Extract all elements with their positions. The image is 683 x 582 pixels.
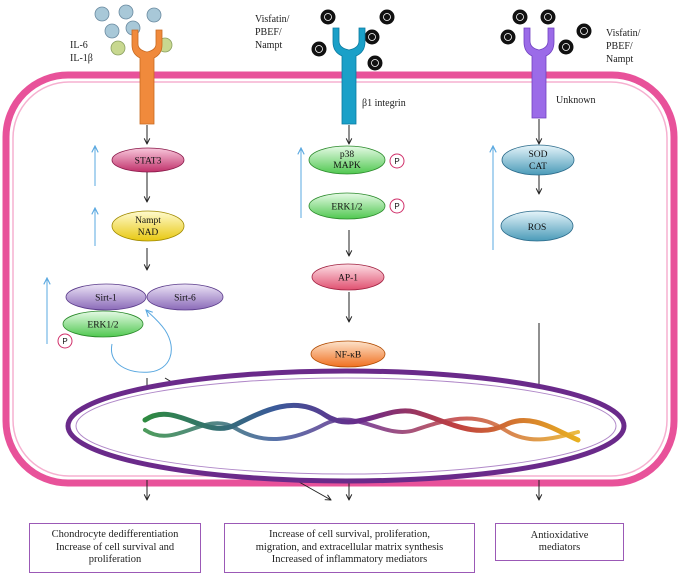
- cat-label: CAT: [529, 162, 547, 172]
- nampt-label-right: Nampt: [606, 54, 633, 65]
- sirt6-label: Sirt-6: [174, 294, 196, 304]
- sirt6-node: [146, 283, 224, 311]
- phospho-label-p38: P: [394, 157, 399, 166]
- outcome-right-line-1: Antioxidative: [530, 529, 589, 541]
- unknown-receptor-label: Unknown: [556, 95, 595, 106]
- il1b-label: IL-1β: [70, 53, 93, 64]
- visfatin-label-middle: Visfatin/: [255, 14, 290, 25]
- stat3-node: [111, 147, 185, 173]
- p38-label: p38: [340, 150, 355, 160]
- outcome-box-left: Chondrocyte dedifferentiation Increase o…: [29, 523, 201, 573]
- erk-middle-label: ERK1/2: [331, 203, 362, 213]
- outcome-left-line-1: Chondrocyte dedifferentiation: [51, 529, 179, 541]
- nucleus: [65, 368, 627, 484]
- phospho-badge-left: [57, 333, 73, 349]
- phospho-badge-p38: [389, 153, 405, 169]
- ap1-label: AP-1: [338, 274, 358, 284]
- sod-label: SOD: [528, 150, 547, 160]
- phospho-label-left: P: [62, 337, 67, 346]
- outcome-middle-line-1: Increase of cell survival, proliferation…: [269, 529, 430, 541]
- mapk-label: MAPK: [333, 161, 361, 171]
- erk-left-node: [62, 310, 144, 338]
- visfatin-ligand-cluster-right: [500, 9, 592, 55]
- ap1-node: [311, 263, 385, 291]
- outcome-right-line-2: mediators: [538, 542, 581, 553]
- erk-middle-node: [308, 192, 386, 220]
- outcome-left-line-2: Increase of cell survival and: [55, 541, 175, 553]
- nad-node-label: NAD: [138, 228, 159, 238]
- phospho-label-erk: P: [394, 202, 399, 211]
- sod-cat-node: [501, 144, 575, 176]
- nfkb-label: NF-κB: [335, 351, 361, 361]
- stat3-label: STAT3: [135, 157, 162, 167]
- phospho-badge-erk: [389, 198, 405, 214]
- outcome-middle-line-2: migration, and extracellular matrix synt…: [255, 541, 444, 553]
- feedback-loop-arrow: [111, 310, 172, 373]
- outcome-box-middle: Increase of cell survival, proliferation…: [224, 523, 475, 573]
- nfkb-node: [310, 340, 386, 368]
- il6-receptor: [131, 29, 163, 125]
- pbef-label-middle: PBEF/: [255, 27, 282, 38]
- visfatin-ligand-cluster-middle: [311, 9, 395, 71]
- p38-mapk-node: [308, 145, 386, 175]
- upregulation-arrows: [47, 146, 493, 344]
- outcome-left-line-3: proliferation: [88, 554, 142, 566]
- sirt1-label: Sirt-1: [95, 294, 117, 304]
- outcome-box-right: Antioxidative mediators: [495, 523, 624, 561]
- ros-node: [500, 210, 574, 242]
- dna-helix-icon: [142, 402, 581, 443]
- nampt-node-label: Nampt: [135, 216, 161, 226]
- unknown-receptor: [523, 27, 555, 119]
- nampt-label-middle: Nampt: [255, 40, 282, 51]
- il6-label: IL-6: [70, 40, 88, 51]
- integrin-label: β1 integrin: [362, 98, 406, 109]
- outcome-middle-line-3: Increased of inflammatory mediators: [271, 554, 428, 566]
- nampt-nad-node: [111, 210, 185, 242]
- ros-label: ROS: [528, 223, 546, 233]
- erk-left-label: ERK1/2: [87, 321, 118, 331]
- pbef-label-right: PBEF/: [606, 41, 633, 52]
- visfatin-label-right: Visfatin/: [606, 28, 641, 39]
- sirt1-node: [65, 283, 147, 311]
- integrin-receptor: [332, 27, 366, 125]
